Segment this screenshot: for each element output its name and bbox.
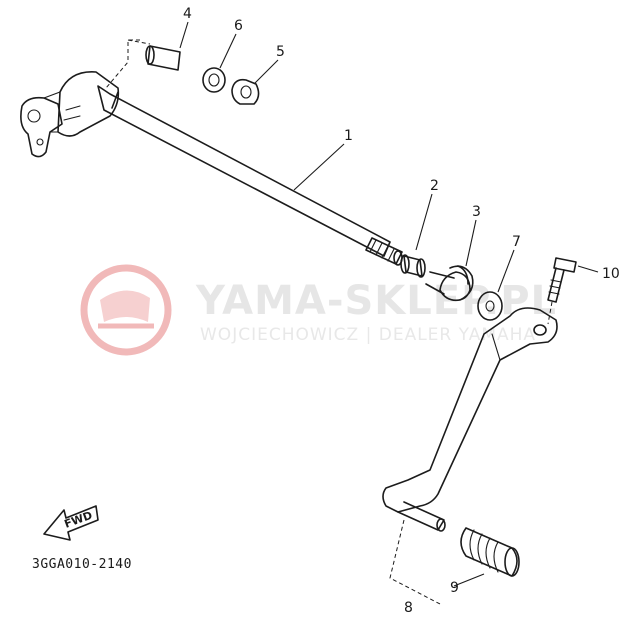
part-7-washer [477,291,503,321]
callout-1: 1 [344,128,353,144]
part-3-spring [425,265,474,302]
watermark-logo [80,264,172,356]
shift-arm [20,71,120,158]
part-9-rubber-peg [460,527,520,577]
part-4-pin [105,39,181,89]
part-5-collar [231,78,260,105]
callout-4: 4 [183,6,192,22]
shift-pedal [382,307,558,605]
callout-6: 6 [234,18,243,34]
callout-numbers: 4 6 5 1 2 3 7 10 8 9 [183,6,620,616]
watermark: YAMA-SKLEP.PL WOJCIECHOWICZ | DEALER YAM… [80,264,557,356]
forward-arrow-badge: FWD [43,505,99,541]
callout-3: 3 [472,204,481,220]
callout-8: 8 [404,600,413,616]
watermark-brand: YAMA-SKLEP.PL [195,278,557,324]
callout-7: 7 [512,234,521,250]
part-1-shift-shaft [97,85,403,266]
callout-10: 10 [602,266,620,282]
diagram-code: 3GGA010-2140 [32,557,132,572]
part-2-collar [400,254,426,278]
callout-9: 9 [450,580,459,596]
callout-5: 5 [276,44,285,60]
part-6-circlip [202,67,226,93]
callout-2: 2 [430,178,439,194]
callout-leaders [179,21,599,587]
watermark-tagline: WOJCIECHOWICZ | DEALER YAMAHA [200,325,536,345]
part-10-bolt [547,257,577,325]
